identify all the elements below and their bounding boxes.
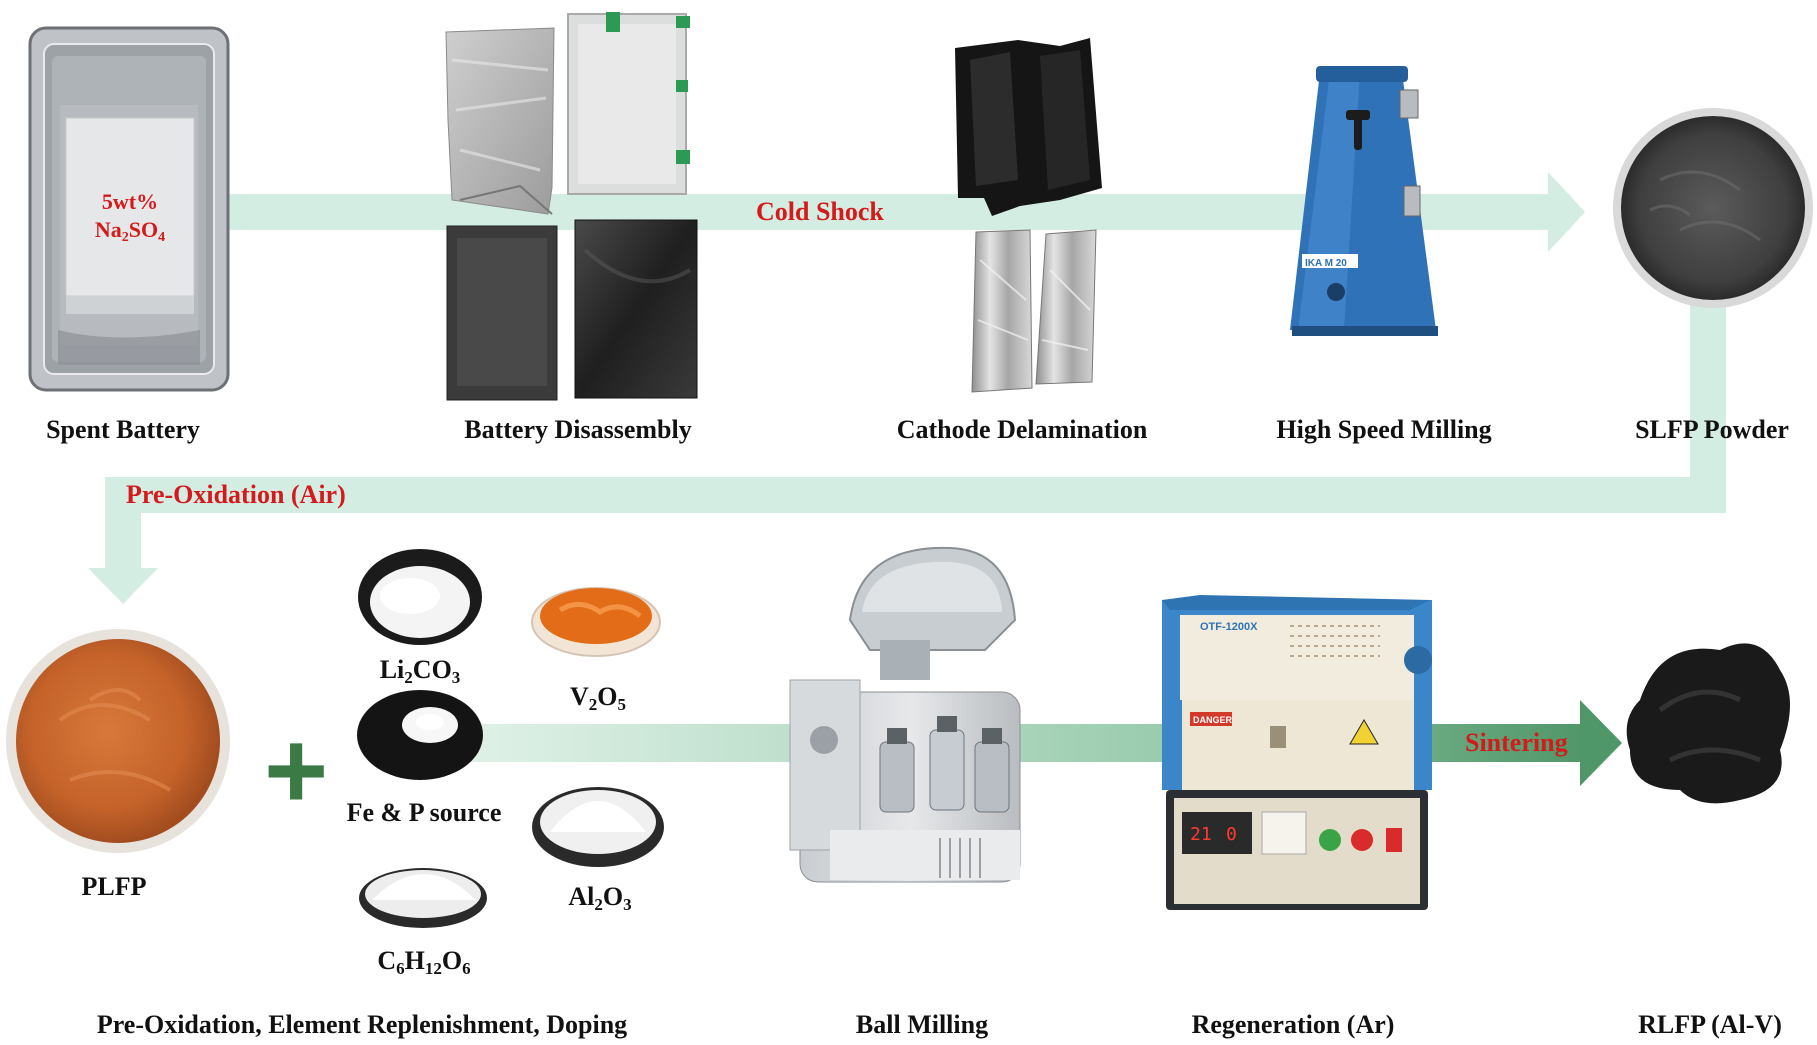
label-pre-oxidation-air: Pre-Oxidation (Air) [126,480,346,509]
solution-formula: Na2SO4 [94,217,166,245]
slfp-powder-image [1613,108,1813,308]
solution-concentration: 5wt% [101,189,159,214]
label-cold-shock: Cold Shock [756,197,884,226]
label-ball-milling: Ball Milling [855,1010,989,1039]
tube-furnace-image: OTF-1200X DANGER 21 0 [1162,595,1432,910]
plfp-powder-image [6,629,230,853]
bottom-arrow-head [1580,700,1622,786]
cathode-delamination-image [955,38,1102,393]
label-spent-battery: Spent Battery [46,415,200,444]
label-high-speed-milling: High Speed Milling [1276,415,1492,444]
label-pre-oxidation-group: Pre-Oxidation, Element Replenishment, Do… [96,1010,628,1039]
label-glucose: C6H12O6 [377,946,471,978]
v2o5-dish-image [531,587,661,657]
li2co3-dish-image [358,549,482,645]
label-fe-p-source: Fe & P source [346,798,502,827]
label-v2o5: V2O5 [569,682,627,714]
plus-sign: + [264,709,329,832]
left-drop-arrow [105,477,141,570]
al2o3-dish-image [532,787,664,867]
return-arrow-shaft [105,477,1726,513]
spent-battery-image [28,26,230,392]
milling-jars [879,716,1010,813]
solution-label: 5wt% Na2SO4 [86,188,174,245]
rlfp-powder-image [1626,643,1790,804]
furnace-display-2: 0 [1226,824,1237,845]
fe-p-source-dish-image [357,690,483,780]
battery-disassembly-image [445,12,698,401]
label-regeneration: Regeneration (Ar) [1191,1010,1395,1039]
furnace-brand-text: OTF-1200X [1200,621,1258,633]
label-slfp-powder: SLFP Powder [1635,415,1789,444]
ball-mill-image [789,546,1021,883]
high-speed-mill-image: IKA M 20 [1290,66,1438,336]
label-rlfp: RLFP (Al-V) [1638,1010,1782,1039]
label-al2o3: Al2O3 [568,882,632,914]
danger-sticker-text: DANGER [1193,715,1233,725]
glucose-dish-image [359,868,487,928]
label-plfp: PLFP [81,872,147,901]
label-cathode-delamination: Cathode Delamination [896,415,1148,444]
left-drop-arrow-head [88,568,158,604]
label-sintering: Sintering [1465,728,1568,757]
label-li2co3: Li2CO3 [379,655,461,687]
label-battery-disassembly: Battery Disassembly [464,415,692,444]
top-arrow-head [1548,172,1585,252]
furnace-display-1: 21 [1190,824,1212,845]
mill-brand-text: IKA M 20 [1305,258,1347,269]
